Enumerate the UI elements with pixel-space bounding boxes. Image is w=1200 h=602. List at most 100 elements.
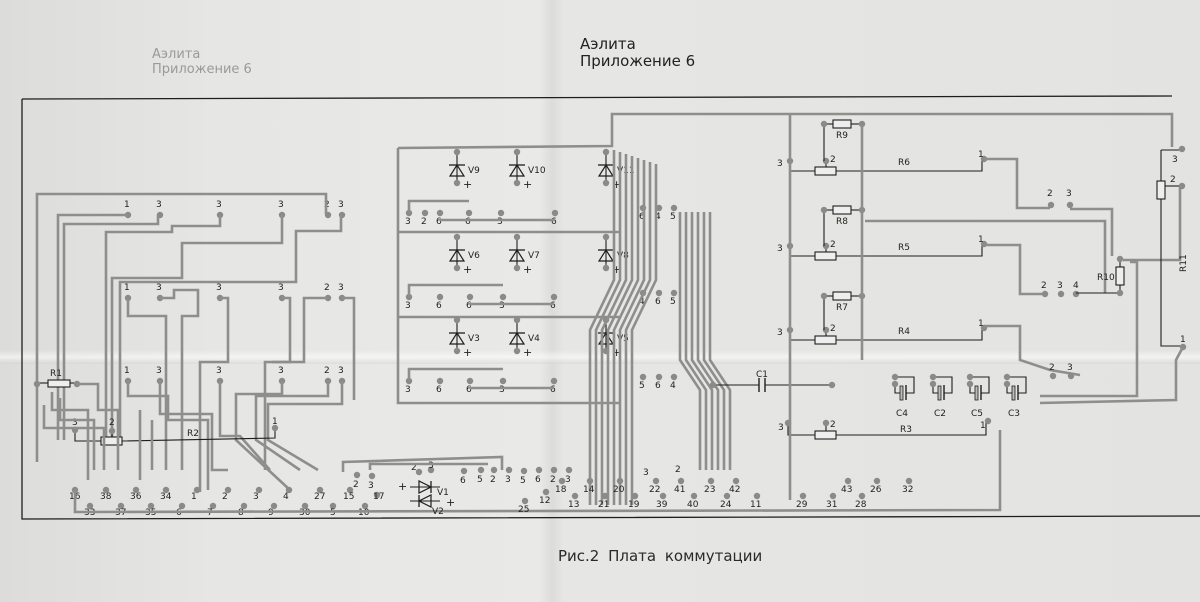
resistor-r6-pin2: 2 (830, 155, 836, 165)
pin-pad-18 (558, 477, 566, 485)
paper-fold-horizontal (0, 350, 1200, 364)
pin-pad-5 (329, 502, 337, 510)
capacitor-c4-pad2 (891, 380, 899, 388)
resistor-r4-pin1: 1 (978, 319, 984, 329)
trace-mid-fan-1 (594, 152, 622, 505)
switch2-pin-label: 3 (216, 366, 222, 376)
r11-label: R11 (1179, 254, 1189, 272)
pin-label-26: 26 (870, 485, 882, 495)
r2-lead-right (121, 430, 276, 442)
title-line2: Приложение 6 (580, 52, 696, 70)
pin-pad-1 (193, 486, 201, 494)
mid-pin-label: 3 (505, 475, 511, 485)
thyristor-v6-pad-top (453, 233, 461, 241)
conn2-pin-label: 5 (639, 381, 645, 391)
r4-sel-2: 2 (1049, 363, 1055, 373)
r4-sel-pad-2 (1049, 372, 1057, 380)
switch0-pin-label: 3 (156, 200, 162, 210)
conn0-pin-label: 5 (670, 212, 676, 222)
mid-pin-label: 2 (490, 475, 496, 485)
pin-label-27: 27 (314, 492, 325, 502)
pin-pad-40 (690, 492, 698, 500)
pin-pad-30 (301, 502, 309, 510)
block2-pin-label: 6 (436, 385, 442, 395)
resistor-r4-pin2: 2 (830, 324, 836, 334)
capacitor-c3-label: C3 (1008, 409, 1020, 419)
switch2-pin-label: 3 (338, 366, 344, 376)
switch0-pin-label: 3 (216, 200, 222, 210)
trace-mid-fan-7 (630, 164, 658, 505)
block0-pad3 (465, 209, 473, 217)
switch2-pin-label: 3 (278, 366, 284, 376)
mid-pin-label: 2 (550, 475, 556, 485)
resistor-r9 (832, 119, 852, 129)
conn0-pin-label: 6 (639, 212, 645, 222)
trace-r1-b (62, 215, 160, 440)
pin-label-mid-2: 2 (675, 465, 681, 475)
thyristor-v3-icon (448, 331, 466, 345)
r2-pin1: 1 (272, 417, 278, 427)
block1-pin-label: 3 (499, 301, 505, 311)
pin-pad-11 (753, 492, 761, 500)
pin-pad-26 (873, 477, 881, 485)
diode-v2-label: V2 (432, 507, 444, 517)
trace-r2-a (126, 298, 168, 470)
resistor-r4-lead-right (836, 328, 983, 341)
block0-trace-a (407, 199, 469, 213)
block0-pin-label: 6 (436, 217, 442, 227)
resistor-r5-pin1: 1 (978, 235, 984, 245)
pin-pad-21 (601, 492, 609, 500)
thyristor-v7-icon (508, 248, 526, 262)
pin-pad-4 (285, 486, 293, 494)
pin-pad-38 (102, 486, 110, 494)
r3-lead-left (787, 423, 815, 436)
pin-label-25: 25 (518, 505, 529, 515)
r11-pin2: 2 (1170, 175, 1176, 185)
diode-pin3: 3 (428, 461, 434, 471)
resistor-r5-small-pad-l (820, 206, 828, 214)
thyristor-v4-icon (508, 331, 526, 345)
resistor-r1 (47, 379, 71, 388)
pin-pad-2 (224, 486, 232, 494)
r2-label: R2 (187, 429, 199, 439)
thyristor-v5-plus: + (612, 346, 621, 359)
switch1-pin-label: 3 (216, 283, 222, 293)
block2-pin-label: 3 (499, 385, 505, 395)
switch0-pin-label: 3 (278, 200, 284, 210)
mid-pin-label: 3 (368, 481, 374, 491)
block1-pad3 (499, 293, 507, 301)
r11-pin1: 1 (1180, 335, 1186, 345)
thyristor-v7-pad-bottom (513, 264, 521, 272)
block1-pin-label: 6 (436, 301, 442, 311)
pin-label-19: 19 (628, 500, 640, 510)
trace-r4-out (984, 324, 1081, 377)
pin-label-14: 14 (583, 485, 595, 495)
thyristor-v4-label: V4 (528, 334, 540, 344)
pin-label-43: 43 (841, 485, 852, 495)
pin-pad-37 (117, 502, 125, 510)
pin-label-mid-3: 3 (643, 468, 649, 478)
trace-r1-a (56, 213, 128, 440)
conn1-pad1 (655, 289, 663, 297)
mid-pad-8 (550, 466, 558, 474)
resistor-r4-label: R4 (898, 327, 910, 337)
block2-pin-label: 6 (550, 385, 556, 395)
trace-r3-b (158, 381, 228, 472)
capacitor-c3-pad1 (1003, 373, 1011, 381)
r3-lead-right (836, 422, 987, 436)
resistor-r5-lead-left (789, 247, 815, 257)
thyristor-v6-label: V6 (468, 251, 480, 261)
r10-pad-top (1116, 255, 1124, 263)
pin-label-39: 39 (656, 500, 668, 510)
trace-r11-bottom (1039, 346, 1185, 405)
pin-label-9: 9 (268, 508, 274, 518)
diode-pad-3 (427, 466, 435, 474)
conn2-pad1 (655, 373, 663, 381)
r2-pad-1 (271, 424, 279, 432)
thyristor-v3-pad-top (453, 316, 461, 324)
pin-label-42: 42 (729, 485, 740, 495)
pin-label-24: 24 (720, 500, 732, 510)
r11-lead-bottom (1160, 199, 1182, 347)
thyristor-v7-pad-top (513, 233, 521, 241)
mid-pin-label: 5 (477, 475, 483, 485)
